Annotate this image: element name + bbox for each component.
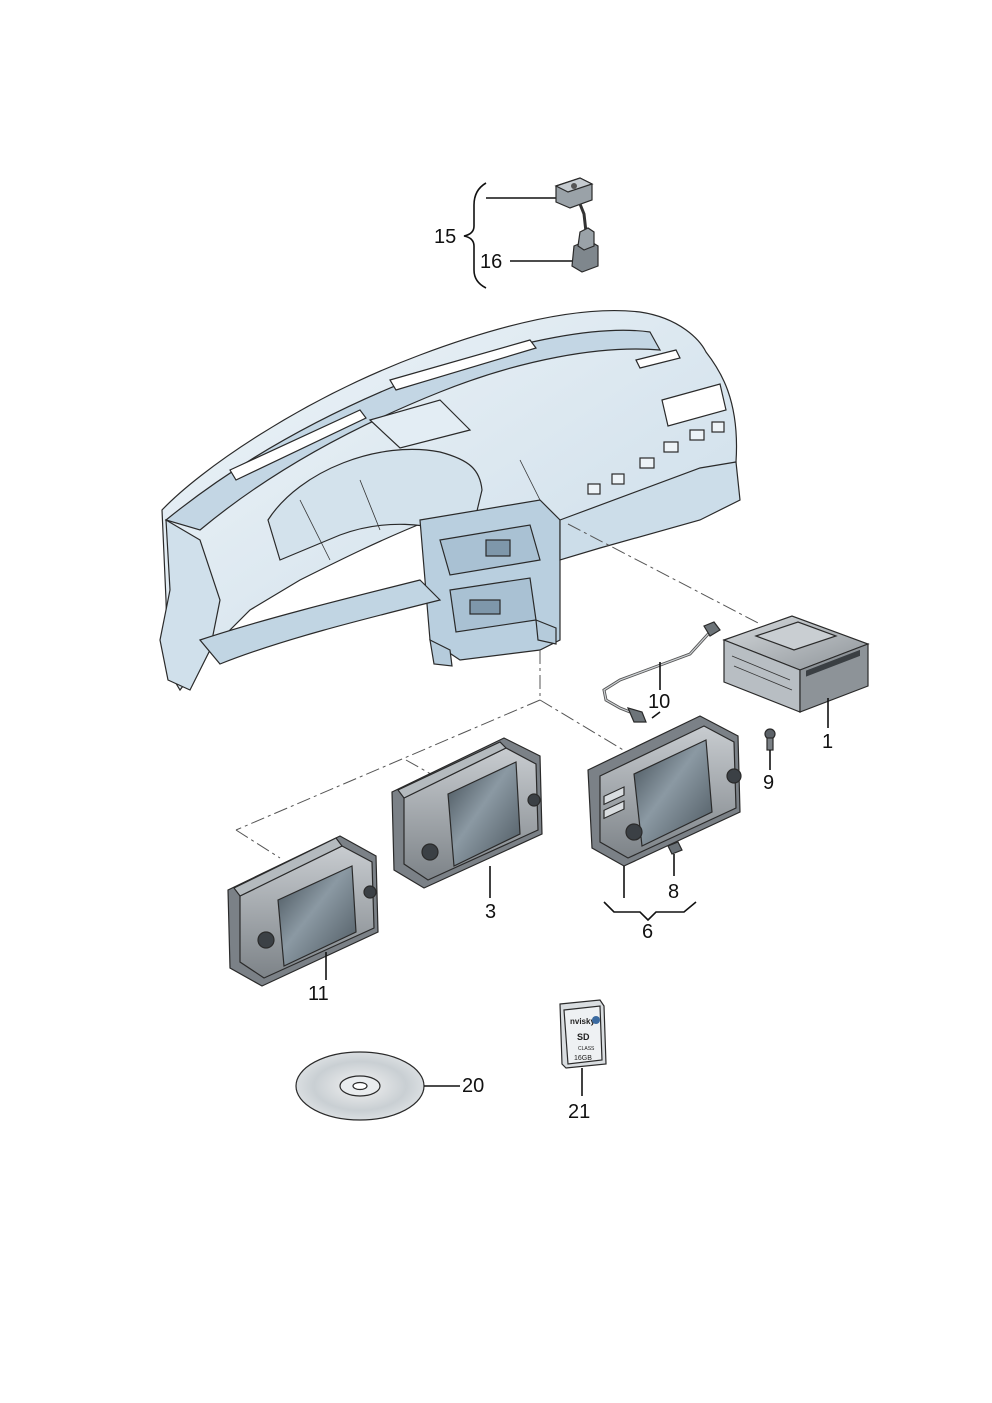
display-unit-part-11 — [227, 835, 379, 987]
callout-labels: 15 16 1 10 9 8 6 3 11 20 21 — [308, 226, 833, 1123]
callout-11: 11 — [308, 983, 329, 1005]
bracket-6 — [603, 901, 697, 922]
clip-part-8 — [667, 841, 683, 855]
callout-15: 15 — [434, 226, 456, 248]
phantom-lines — [235, 523, 761, 859]
sd-card-part-21: nvisky SD CLASS 16GB — [559, 999, 607, 1069]
instrument-binnacle — [267, 448, 483, 561]
radio-unit-part-1 — [722, 615, 870, 713]
bracket-15 — [463, 182, 487, 289]
sd-card-logo: SD — [577, 1032, 590, 1042]
cross-car-beam — [198, 579, 442, 665]
display-unit-part-3 — [391, 737, 543, 889]
brand-logo-icon — [592, 1016, 600, 1024]
callout-9: 9 — [763, 772, 774, 794]
callout-20: 20 — [462, 1075, 484, 1097]
sd-card-class: CLASS — [578, 1046, 595, 1052]
left-support-bracket — [159, 518, 221, 691]
callout-16: 16 — [480, 251, 502, 273]
usb-connector-assembly — [463, 177, 599, 289]
disc-part-20 — [295, 1051, 425, 1121]
callout-10: 10 — [648, 691, 670, 713]
sd-card-capacity: 16GB — [574, 1055, 592, 1062]
display-unit-part-6 — [587, 715, 742, 867]
dashboard-switches — [587, 421, 725, 495]
screw-part-9 — [764, 728, 776, 751]
connector-cable — [578, 203, 588, 233]
callout-1: 1 — [822, 731, 833, 753]
leader-10b — [651, 711, 661, 719]
callout-21: 21 — [568, 1101, 590, 1123]
antenna-cable-part-10 — [602, 621, 721, 723]
callout-8: 8 — [668, 881, 679, 903]
sd-card-brand: nvisky — [570, 1017, 595, 1026]
dashboard-illustration — [159, 310, 741, 692]
callout-3: 3 — [485, 901, 496, 923]
callout-6: 6 — [642, 921, 653, 943]
